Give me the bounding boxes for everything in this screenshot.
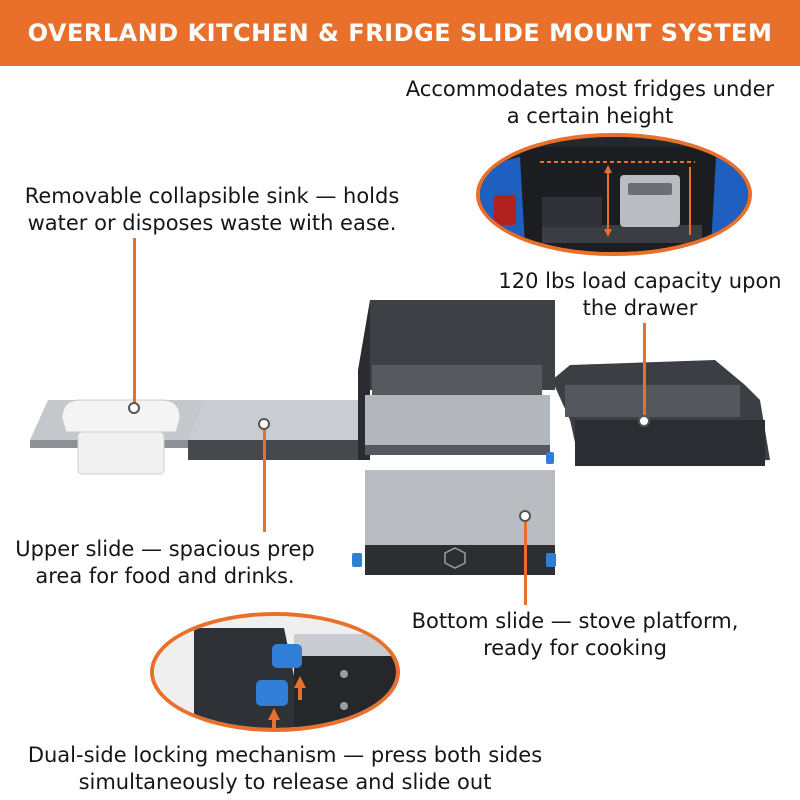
- caption-line: the drawer: [582, 296, 698, 320]
- caption-load-capacity: 120 lbs load capacity upon the drawer: [485, 268, 795, 322]
- marker-dot-load: [638, 415, 650, 427]
- marker-dot-upper-slide: [258, 418, 270, 430]
- marker-dot-bottom-slide: [519, 510, 531, 522]
- lock-mechanism-inset-photo: [150, 612, 400, 732]
- leader-line-load: [643, 323, 646, 420]
- caption-line: simultaneously to release and slide out: [78, 770, 492, 794]
- caption-line: ready for cooking: [483, 636, 667, 660]
- caption-line: Accommodates most fridges under: [405, 77, 775, 101]
- leader-line-upper-slide: [263, 428, 266, 532]
- page-title: OVERLAND KITCHEN & FRIDGE SLIDE MOUNT SY…: [27, 19, 773, 47]
- caption-sink: Removable collapsible sink — holds water…: [2, 183, 422, 237]
- leader-line-sink: [133, 238, 136, 408]
- caption-line: 120 lbs load capacity upon: [498, 269, 782, 293]
- caption-fridge-height: Accommodates most fridges under a certai…: [385, 76, 795, 130]
- header-banner: OVERLAND KITCHEN & FRIDGE SLIDE MOUNT SY…: [0, 0, 800, 66]
- leader-line-bottom-slide: [524, 520, 527, 605]
- caption-line: Bottom slide — stove platform,: [411, 609, 739, 633]
- caption-line: water or disposes waste with ease.: [27, 211, 397, 235]
- caption-upper-slide: Upper slide — spacious prep area for foo…: [0, 536, 330, 590]
- caption-line: a certain height: [506, 104, 674, 128]
- caption-bottom-slide: Bottom slide — stove platform, ready for…: [395, 608, 755, 662]
- fridge-inset-photo: [476, 133, 752, 256]
- caption-line: Removable collapsible sink — holds: [24, 184, 400, 208]
- caption-locking-mechanism: Dual-side locking mechanism — press both…: [0, 742, 570, 796]
- marker-dot-sink: [128, 402, 140, 414]
- caption-line: Dual-side locking mechanism — press both…: [27, 743, 543, 767]
- caption-line: area for food and drinks.: [35, 564, 295, 588]
- caption-line: Upper slide — spacious prep: [15, 537, 315, 561]
